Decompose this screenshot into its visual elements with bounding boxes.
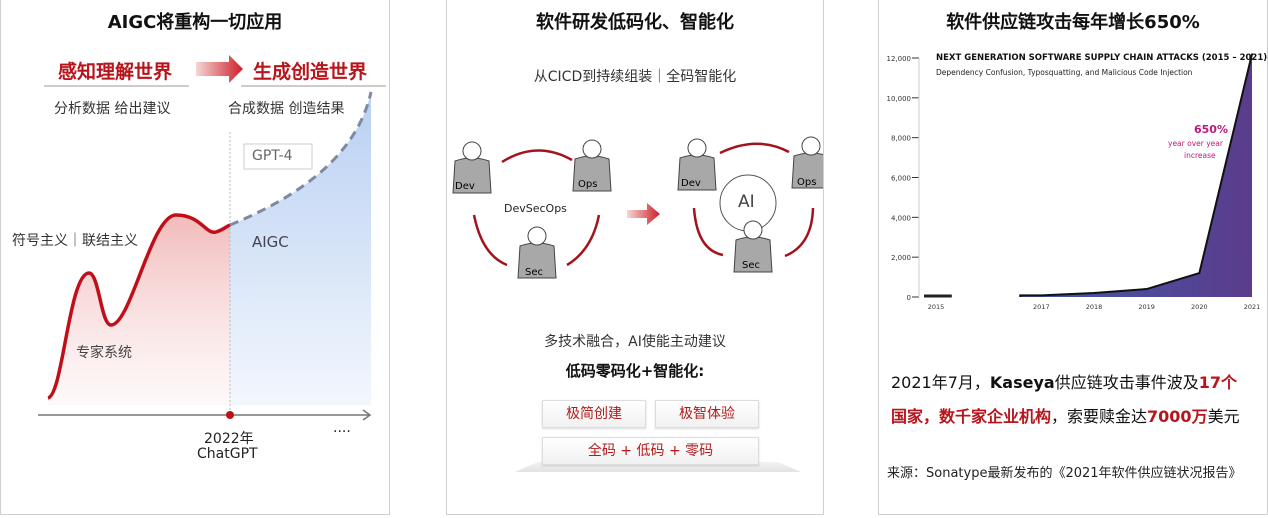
y-tick-label: 10,000 xyxy=(887,95,912,103)
milestone-dot xyxy=(226,411,234,419)
right-subheading: 合成数据 创造结果 xyxy=(228,101,345,117)
data-point xyxy=(1145,288,1148,290)
red-area xyxy=(48,215,230,405)
panel2-desc: 多技术融合，AI使能主动建议 xyxy=(544,334,726,350)
panel-supply-chain: 软件供应链攻击每年增长650% 0 2,000 4,000 6,000 8,000 10,… xyxy=(878,0,1268,515)
expert-system-label: 专家系统 xyxy=(76,345,132,361)
x-tick-label: 2021 xyxy=(1244,303,1261,311)
statement-date: 2021年7月， xyxy=(891,373,990,392)
ellipsis: ···· xyxy=(333,424,351,440)
statement-company: Kaseya xyxy=(989,373,1055,392)
statement-currency: 美元 xyxy=(1207,407,1240,426)
panel2-highlight: 低码零码化+智能化: xyxy=(565,362,705,380)
person-icon xyxy=(733,220,773,273)
axis-arrow-icon xyxy=(362,409,372,421)
symbolism-label: 符号主义｜联结主义 xyxy=(12,233,138,249)
series-area xyxy=(1020,54,1252,298)
data-point xyxy=(1040,294,1043,297)
devsecops-diagram xyxy=(452,136,823,279)
statement-text: 供应链攻击事件波及 xyxy=(1054,373,1199,392)
role-sec-right: Sec xyxy=(742,260,760,271)
role-ops-left: Ops xyxy=(578,179,598,190)
panel2-title: 软件研发低码化、智能化 xyxy=(536,12,734,33)
person-icon xyxy=(572,139,612,192)
supply-chain-attacks-chart: 0 2,000 4,000 6,000 8,000 10,000 12,000 2015 201… xyxy=(887,53,1261,311)
panel3-title: 软件供应链攻击每年增长650% xyxy=(946,12,1200,33)
red-curve xyxy=(46,213,231,400)
person-icon xyxy=(791,136,823,189)
statement-scope: 17个国家，数千家企业机构 xyxy=(891,373,1237,426)
data-point xyxy=(1251,53,1253,55)
x-tick-label: 2015 xyxy=(928,303,945,311)
y-tick-label: 2,000 xyxy=(891,254,911,262)
platform-base xyxy=(515,462,801,472)
arrow-icon xyxy=(627,203,660,225)
panel-aigc: AIGC将重构一切应用 感知理解世界 生成创造世界 分析数据 给出建议 合成数据… xyxy=(0,0,390,515)
gpt4-label: GPT-4 xyxy=(252,148,293,164)
cycle-arcs-left xyxy=(472,149,601,267)
annotation-text1: year over year xyxy=(1168,139,1223,148)
y-tick-label: 8,000 xyxy=(891,135,911,143)
feature-box-code-modes: 全码 + 低码 + 零码 xyxy=(542,437,759,465)
aigc-curve-diagram xyxy=(38,55,386,421)
chart-title: NEXT GENERATION SOFTWARE SUPPLY CHAIN AT… xyxy=(936,53,1268,63)
blue-area xyxy=(230,92,371,405)
y-tick-label: 12,000 xyxy=(887,55,912,63)
cycle-arcs-right xyxy=(692,142,815,258)
feature-box-simple-create: 极简创建 xyxy=(542,400,646,428)
data-point xyxy=(1198,272,1201,274)
person-icon xyxy=(452,141,492,194)
gpt4-box xyxy=(243,143,313,170)
aigc-label: AIGC xyxy=(252,233,289,251)
y-tick-label: 0 xyxy=(907,294,911,302)
feature-box-smart-experience: 极智体验 xyxy=(655,400,759,428)
panel2-subtitle: 从CICD到持续组装｜全码智能化 xyxy=(533,69,737,85)
role-sec-left: Sec xyxy=(525,267,543,278)
left-subheading: 分析数据 给出建议 xyxy=(54,101,171,117)
panel1-title: AIGC将重构一切应用 xyxy=(107,12,283,33)
y-tick-label: 4,000 xyxy=(891,214,911,222)
x-tick-label: 2018 xyxy=(1086,303,1103,311)
role-dev-left: Dev xyxy=(455,181,475,192)
data-point xyxy=(935,295,937,297)
role-dev-right: Dev xyxy=(681,178,701,189)
chart-subtitle: Dependency Confusion, Typosquatting, and… xyxy=(936,68,1193,77)
person-icon xyxy=(677,138,717,191)
data-point xyxy=(1093,292,1095,294)
statement-ransom: 7000万 xyxy=(1147,407,1208,426)
devsecops-label: DevSecOps xyxy=(504,202,567,215)
person-icon xyxy=(517,226,557,279)
incident-statement: 2021年7月，Kaseya供应链攻击事件波及17个国家，数千家企业机构，索要赎… xyxy=(891,366,1240,434)
role-ops-right: Ops xyxy=(797,177,817,188)
x-tick-label: 2017 xyxy=(1033,303,1050,311)
arrow-icon xyxy=(196,55,243,83)
right-heading: 生成创造世界 xyxy=(253,61,368,83)
annotation-text2: increase xyxy=(1184,151,1216,160)
panel-software-dev: 软件研发低码化、智能化 从CICD到持续组装｜全码智能化 DevSecOps A… xyxy=(446,0,824,515)
x-tick-label: 2020 xyxy=(1191,303,1208,311)
milestone-name: ChatGPT xyxy=(197,446,258,462)
source-note: 来源：Sonatype最新发布的《2021年软件供应链状况报告》 xyxy=(887,466,1242,481)
milestone-year: 2022年 xyxy=(204,431,254,447)
x-tick-label: 2019 xyxy=(1138,303,1155,311)
statement-text2: ，索要赎金达 xyxy=(1051,407,1148,426)
left-heading: 感知理解世界 xyxy=(58,61,173,83)
annotation-value: 650% xyxy=(1194,123,1228,136)
y-tick-label: 6,000 xyxy=(891,175,911,183)
ai-label: AI xyxy=(738,192,755,212)
